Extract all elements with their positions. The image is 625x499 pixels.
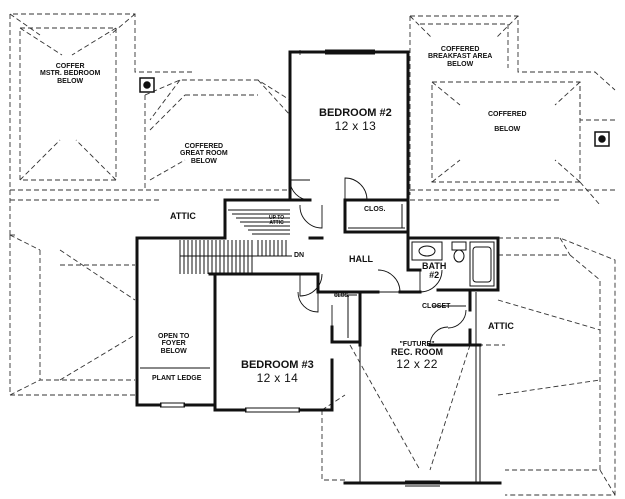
closet-bedroom3-label: CLOS. [334,293,350,299]
bedroom2-label: BEDROOM #2 12 x 13 [319,107,392,133]
rec-room-size: 12 x 22 [396,356,438,371]
coffer-master-line2: MSTR. BEDROOM [40,70,101,78]
coffered-breakfast-label: COFFERED BREAKFAST AREA BELOW [428,46,492,68]
hall-label: HALL [349,254,373,264]
rec-room-name: REC. ROOM [391,347,444,358]
walls [135,50,502,485]
bath-name: BATH [422,261,447,271]
open-to-foyer-line2: FOYER [161,340,186,348]
open-to-foyer-line3: BELOW [160,347,187,355]
bedroom2-name: BEDROOM #2 [319,107,392,119]
breakfast-line2: BREAKFAST AREA [428,53,493,61]
bedroom2-size: 12 x 13 [334,118,377,133]
closet-bedroom2-label: CLOS. [364,206,386,213]
open-to-foyer-line1: OPEN TO [158,333,190,340]
coffer-master-label: COFFER MSTR. BEDROOM BELOW [40,63,100,85]
breakfast-line3: BELOW [447,60,474,68]
coffered-great-room-label: COFFERED GREAT ROOM BELOW [180,143,228,165]
closet-label: CLOSET [422,303,451,310]
rec-room-label: "FUTURE" REC. ROOM 12 x 22 [391,341,443,370]
coffer-master-line3: BELOW [57,77,84,85]
breakfast-line1: COFFERED [440,46,480,53]
attic-left-label: ATTIC [170,211,196,221]
rec-room-future: "FUTURE" [399,341,435,348]
coffered-right-label: COFFERED BELOW [488,108,527,137]
open-to-foyer-label: OPEN TO FOYER BELOW [158,333,189,355]
coffer-master-line1: COFFER [55,63,85,70]
up-to-attic-line2: ATTIC [269,220,284,227]
attic-right-label: ATTIC [488,321,514,331]
register-icon-right [594,131,610,147]
bedroom3-size: 12 x 14 [256,370,299,385]
door-swings [289,177,467,346]
up-to-attic-line1: UP TO [269,215,285,221]
dn-label: DN [294,252,305,259]
bath-number: #2 [429,270,440,281]
coffered-right-line2: BELOW [494,125,521,133]
roof-outline [9,13,616,496]
great-room-line2: GREAT ROOM [180,150,228,158]
bath-label: BATH #2 [422,261,447,281]
plant-ledge-label: PLANT LEDGE [152,375,202,382]
bedroom3-label: BEDROOM #3 12 x 14 [241,359,314,385]
up-to-attic-label: UP TO ATTIC [269,215,285,227]
coffered-right-line1: COFFERED [488,111,527,118]
great-room-line3: BELOW [190,157,217,165]
thin-lines [140,49,495,487]
bedroom3-name: BEDROOM #3 [241,359,314,371]
register-icon-left [139,77,155,93]
great-room-line1: COFFERED [184,143,224,150]
